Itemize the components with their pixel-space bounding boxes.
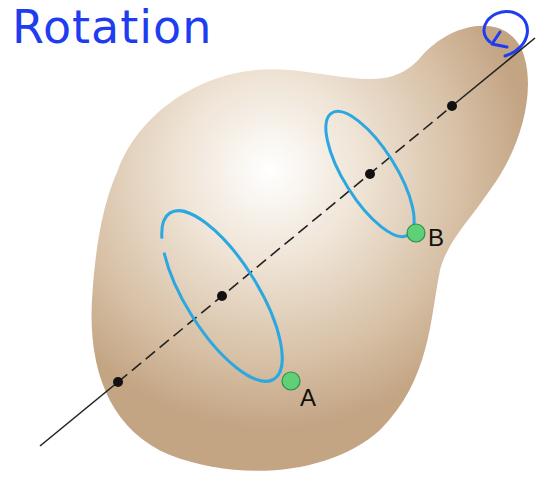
rotation-arrow — [484, 12, 527, 56]
axis-dot — [113, 377, 123, 387]
point-label: A — [300, 386, 316, 410]
path-circle-a — [140, 194, 305, 398]
rotation-axis-dashed — [118, 106, 452, 382]
rigid-body — [92, 26, 528, 471]
rotation-axis — [452, 38, 535, 106]
rotation-axis — [40, 382, 118, 446]
point-label: B — [428, 226, 444, 250]
path-circle-b — [310, 99, 430, 249]
rotation-arrowhead — [492, 32, 507, 47]
axis-dot — [217, 291, 227, 301]
axis-dot — [365, 169, 375, 179]
title: Rotation — [12, 4, 212, 50]
point-a — [282, 372, 300, 390]
axis-dot — [447, 101, 457, 111]
point-b — [407, 224, 425, 242]
